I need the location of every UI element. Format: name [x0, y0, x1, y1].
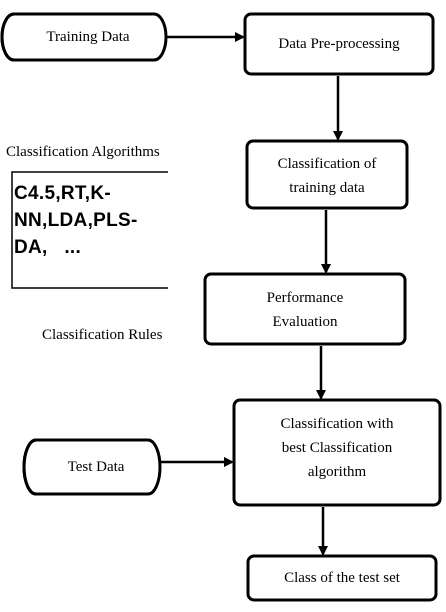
classification-training-label: Classification of training data [247, 152, 407, 200]
classification-best-line-3: algorithm [307, 464, 367, 480]
performance-label: Performance Evaluation [205, 286, 405, 334]
class-test-set-label: Class of the test set [284, 570, 400, 586]
performance-box [203, 272, 407, 346]
preprocessing-label: Data Pre-processing [278, 36, 400, 52]
classification-best-box [232, 398, 442, 507]
test-data-cylinder [22, 438, 162, 496]
preprocessing-box [243, 12, 435, 76]
classification-training-line-1: Classification of [277, 156, 377, 172]
classification-best-line-2: best Classification [281, 440, 393, 456]
class-test-set-box [246, 554, 438, 602]
classification-training-line-2: training data [289, 180, 365, 196]
performance-line-1: Performance [266, 290, 344, 306]
algorithms-line-3: DA, ... [14, 237, 82, 258]
classification-best-label: Classification with best Classification … [234, 412, 440, 484]
classification-training-box [245, 139, 409, 210]
algorithms-line-1: C4.5,RT,K- [14, 183, 111, 204]
training-data-cylinder [0, 12, 168, 62]
performance-line-2: Evaluation [272, 314, 338, 330]
classification-best-line-1: Classification with [280, 416, 394, 432]
algorithms-title: Classification Algorithms [6, 144, 160, 160]
classification-rules-label: Classification Rules [42, 327, 163, 343]
algorithms-list: C4.5,RT,K- NN,LDA,PLS- DA, ... [14, 180, 164, 261]
test-data-label: Test Data [67, 459, 125, 475]
algorithms-line-2: NN,LDA,PLS- [14, 210, 138, 231]
algorithms-list-box [11, 171, 168, 289]
training-data-label: Training Data [46, 29, 130, 45]
